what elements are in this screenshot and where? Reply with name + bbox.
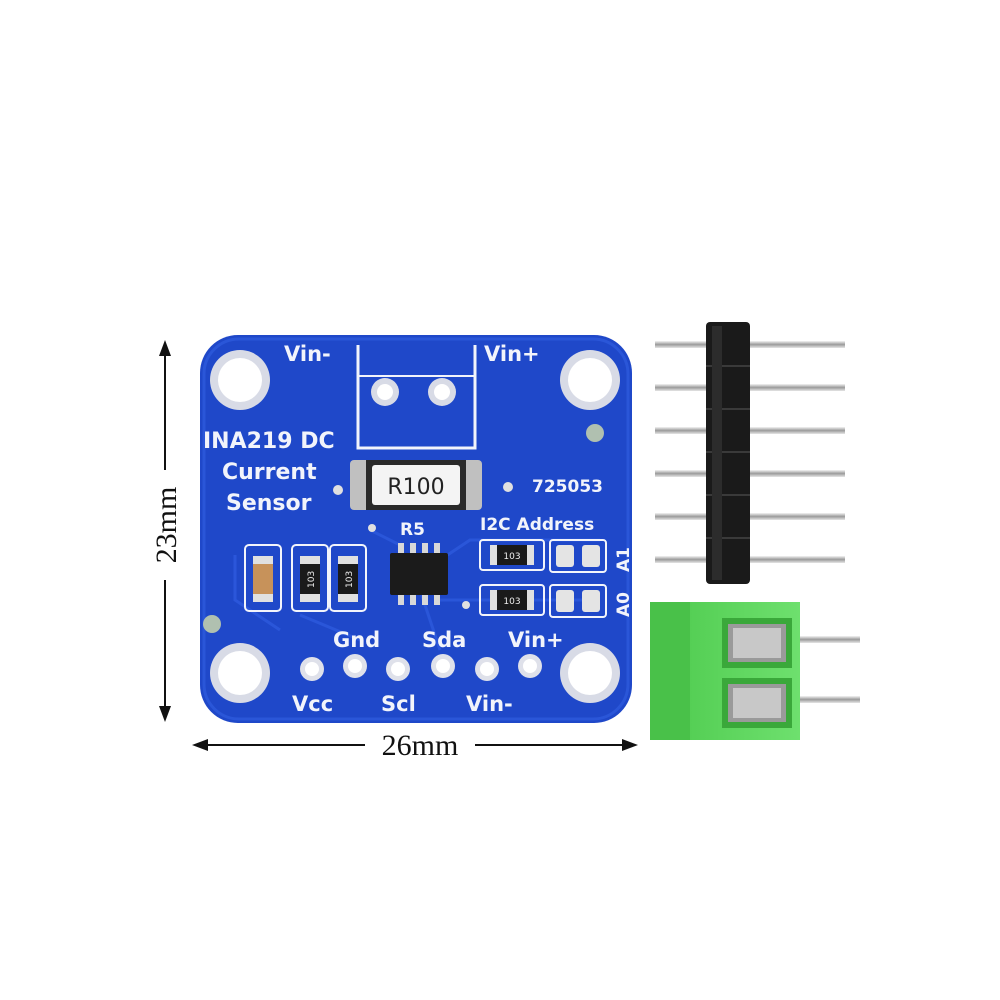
mounting-hole-br — [560, 643, 620, 703]
height-dimension: 23mm — [150, 340, 183, 722]
height-label: 23mm — [150, 487, 183, 564]
pin-label-scl: Scl — [381, 692, 416, 716]
title-line-2: Current — [222, 460, 317, 485]
pin-label-vcc: Vcc — [292, 692, 333, 716]
pcb-board: Vin- Vin+ INA219 DC Current Sensor 72505… — [200, 335, 634, 723]
pin-header — [655, 322, 845, 584]
resistor-1: 103 — [291, 544, 329, 612]
resistor-2: 103 — [329, 544, 367, 612]
mounting-hole-tl — [210, 350, 270, 410]
width-dimension: 26mm — [192, 728, 638, 762]
resistor-1-code: 103 — [307, 571, 317, 588]
vin-plus-top-label: Vin+ — [484, 342, 540, 366]
a0-label: A0 — [614, 592, 634, 617]
capacitor — [244, 544, 282, 612]
address-jumper-a0 — [549, 584, 607, 618]
screw-terminal — [650, 602, 860, 740]
mounting-hole-tr — [560, 350, 620, 410]
address-jumper-a1 — [549, 539, 607, 573]
r5-label: R5 — [400, 520, 425, 540]
i2c-address-label: I2C Address — [480, 515, 594, 535]
pin-label-vin-plus: Vin+ — [508, 628, 564, 652]
mounting-hole-bl — [210, 643, 270, 703]
pin-label-gnd: Gnd — [333, 628, 380, 652]
terminal-footprint — [356, 345, 477, 450]
title-line-3: Sensor — [226, 491, 312, 516]
shunt-label: R100 — [387, 475, 444, 500]
board-code: 725053 — [532, 477, 603, 497]
pin-label-sda: Sda — [422, 628, 466, 652]
address-resistor-a0: 103 — [479, 584, 545, 616]
address-resistor-a1-code: 103 — [503, 552, 520, 562]
a1-label: A1 — [614, 547, 634, 572]
address-resistor-a0-code: 103 — [503, 597, 520, 607]
ina219-chip — [390, 543, 448, 605]
width-label: 26mm — [382, 729, 459, 762]
title-line-1: INA219 DC — [203, 429, 335, 454]
resistor-2-code: 103 — [345, 571, 355, 588]
vin-minus-top-label: Vin- — [284, 342, 331, 366]
shunt-resistor: R100 — [350, 460, 482, 510]
pin-label-vin-minus: Vin- — [466, 692, 513, 716]
address-resistor-a1: 103 — [479, 539, 545, 571]
pin-pads — [300, 654, 542, 681]
